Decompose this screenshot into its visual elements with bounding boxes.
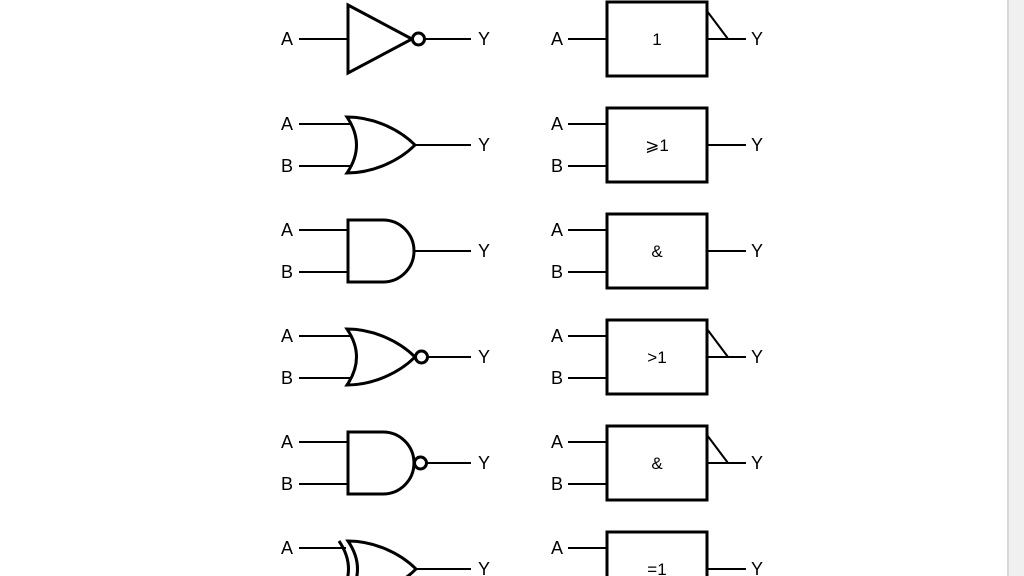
- input-label-a: A: [551, 538, 563, 558]
- output-label-y: Y: [478, 347, 490, 367]
- input-label-a: A: [551, 220, 563, 240]
- input-label-a: A: [281, 326, 293, 346]
- input-label-a: A: [281, 220, 293, 240]
- iec-box: [605, 530, 709, 576]
- page-edge-divider: [1007, 0, 1009, 576]
- iec-box: [605, 424, 709, 502]
- and-gate-distinctive: A B Y: [281, 218, 490, 284]
- input-label-b: B: [281, 474, 293, 494]
- or-gate-rectangular: ⩾1 A B Y: [551, 106, 763, 184]
- output-label-y: Y: [751, 347, 763, 367]
- not-gate-distinctive: A Y: [281, 2, 490, 76]
- output-label-y: Y: [751, 135, 763, 155]
- xor-leading-arc: [337, 540, 350, 576]
- input-label-a: A: [281, 29, 293, 49]
- xor-gate-rectangular: =1 A Y: [551, 530, 763, 576]
- input-label-a: A: [551, 432, 563, 452]
- input-label-b: B: [551, 474, 563, 494]
- output-label-y: Y: [478, 559, 490, 576]
- input-label-a: A: [281, 114, 293, 134]
- output-label-y: Y: [478, 135, 490, 155]
- output-label-y: Y: [478, 29, 490, 49]
- input-label-b: B: [551, 156, 563, 176]
- nor-gate-distinctive: A B Y: [281, 326, 490, 388]
- iec-box-label: 1: [652, 30, 661, 49]
- input-label-b: B: [281, 368, 293, 388]
- output-label-y: Y: [751, 453, 763, 473]
- inversion-bubble: [413, 455, 428, 471]
- input-label-a: A: [281, 538, 293, 558]
- inversion-flag-icon: [706, 10, 729, 40]
- input-label-a: A: [551, 114, 563, 134]
- input-label-a: A: [551, 29, 563, 49]
- iec-box-label: >1: [647, 348, 666, 367]
- iec-box-label: ⩾1: [645, 136, 669, 155]
- xor-gate-distinctive: A Y: [281, 538, 490, 576]
- nor-gate-rectangular: >1 A B Y: [551, 318, 763, 396]
- page-gutter: [1009, 0, 1024, 576]
- input-label-a: A: [281, 432, 293, 452]
- iec-box-label: =1: [647, 560, 666, 576]
- iec-box: [605, 106, 709, 184]
- iec-box: [605, 212, 709, 290]
- and-gate-rectangular: & A B Y: [551, 212, 763, 290]
- nand-gate-rectangular: & A B Y: [551, 424, 763, 502]
- input-label-b: B: [281, 156, 293, 176]
- inversion-bubble: [411, 31, 426, 47]
- or-gate-distinctive: A B Y: [281, 114, 490, 176]
- iec-box: [605, 0, 709, 78]
- inversion-flag-icon: [706, 434, 729, 464]
- or-shape: [345, 539, 419, 576]
- inversion-flag-icon: [706, 328, 729, 358]
- input-label-b: B: [281, 262, 293, 282]
- nand-gate-distinctive: A B Y: [281, 430, 490, 496]
- iec-box: [605, 318, 709, 396]
- input-label-b: B: [551, 368, 563, 388]
- output-label-y: Y: [751, 559, 763, 576]
- and-shape: [346, 430, 416, 496]
- output-label-y: Y: [751, 241, 763, 261]
- not-gate-rectangular: 1 A Y: [551, 0, 763, 78]
- input-label-b: B: [551, 262, 563, 282]
- output-label-y: Y: [751, 29, 763, 49]
- output-label-y: Y: [478, 241, 490, 261]
- input-label-a: A: [551, 326, 563, 346]
- inversion-bubble: [414, 349, 429, 365]
- iec-box-label: &: [651, 242, 663, 261]
- and-shape: [346, 218, 416, 284]
- or-shape: [344, 327, 418, 387]
- or-shape: [344, 115, 418, 175]
- iec-box-label: &: [651, 454, 663, 473]
- not-triangle-shape: [346, 2, 416, 76]
- output-label-y: Y: [478, 453, 490, 473]
